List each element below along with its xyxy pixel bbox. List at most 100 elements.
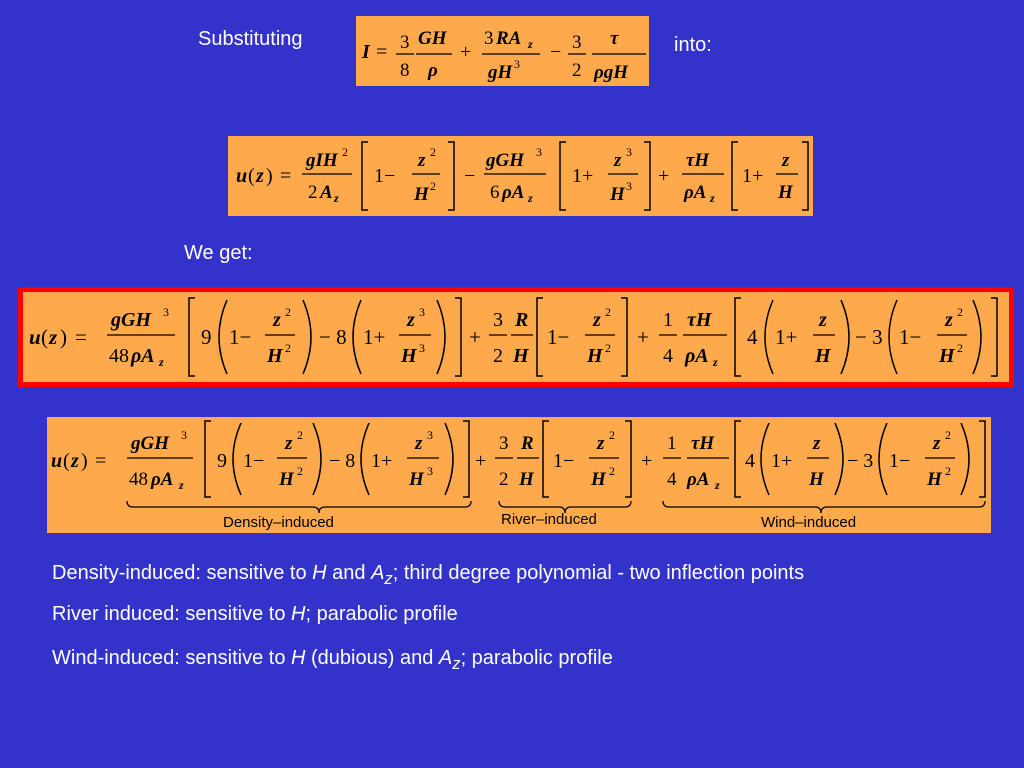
equation-velocity-annotated: u ( z ) = gGH 3 48 ρA z 9 1− z 2 H 2 − 8…: [47, 417, 991, 533]
svg-text:2: 2: [342, 145, 348, 159]
svg-text:z: z: [596, 433, 605, 454]
svg-text:z: z: [406, 309, 415, 331]
svg-text:=: =: [280, 165, 291, 187]
svg-text:gIH: gIH: [305, 150, 339, 171]
svg-text:ρA: ρA: [130, 345, 155, 367]
note-density-mid: and: [326, 562, 372, 584]
svg-text:ρA: ρA: [684, 345, 709, 367]
svg-text:H: H: [518, 469, 535, 490]
svg-text:τ: τ: [610, 28, 619, 49]
svg-text:): ): [266, 165, 273, 187]
svg-text:3: 3: [536, 145, 542, 159]
note-density-sub-z: z: [384, 569, 393, 588]
svg-text:z: z: [812, 433, 821, 454]
svg-text:2: 2: [945, 464, 951, 478]
svg-text:+: +: [641, 450, 652, 472]
svg-text:z: z: [714, 478, 720, 492]
svg-text:4: 4: [747, 325, 758, 349]
svg-text:ρA: ρA: [501, 182, 524, 203]
svg-text:− 8: − 8: [319, 325, 347, 349]
svg-text:2: 2: [957, 341, 963, 355]
svg-text:H: H: [413, 184, 430, 205]
substituting-label: Substituting: [198, 28, 303, 50]
svg-text:3: 3: [499, 433, 509, 454]
svg-text:ρA: ρA: [686, 469, 709, 490]
note-density: Density-induced: sensitive to H and Az; …: [52, 562, 804, 589]
note-wind-pre: Wind-induced: sensitive to: [52, 647, 292, 669]
svg-text:ρA: ρA: [683, 182, 706, 203]
svg-text:H: H: [278, 469, 295, 490]
svg-text:− 3: − 3: [855, 325, 883, 349]
svg-text:2: 2: [609, 428, 615, 442]
svg-text:3: 3: [419, 305, 425, 319]
svg-text:2: 2: [297, 428, 303, 442]
svg-text:z: z: [414, 433, 423, 454]
svg-text:R: R: [514, 309, 528, 331]
svg-text:RA: RA: [495, 28, 521, 49]
svg-text:3: 3: [427, 428, 433, 442]
svg-text:1: 1: [663, 309, 673, 331]
svg-text:4: 4: [667, 469, 677, 490]
we-get-label: We get:: [184, 242, 253, 264]
svg-text:8: 8: [400, 60, 410, 81]
svg-text:τH: τH: [687, 309, 713, 331]
svg-text:− 8: − 8: [329, 450, 355, 472]
note-river: River induced: sensitive to H; parabolic…: [52, 603, 458, 626]
svg-text:H: H: [938, 345, 956, 367]
note-wind-sub-z: z: [452, 654, 461, 673]
svg-text:z: z: [284, 433, 293, 454]
svg-text:3: 3: [626, 145, 632, 159]
svg-text:−: −: [550, 41, 561, 63]
svg-text:1−: 1−: [547, 325, 569, 349]
svg-text:4: 4: [663, 345, 673, 367]
svg-text:z: z: [944, 309, 953, 331]
svg-text:gGH: gGH: [130, 433, 170, 454]
svg-text:ρA: ρA: [150, 469, 173, 490]
svg-text:1+: 1+: [371, 450, 392, 472]
svg-text:− 3: − 3: [847, 450, 873, 472]
svg-text:2: 2: [605, 341, 611, 355]
note-river-post: ; parabolic profile: [305, 603, 458, 625]
svg-text:2: 2: [499, 469, 509, 490]
svg-text:1−: 1−: [899, 325, 921, 349]
svg-text:1+: 1+: [775, 325, 797, 349]
density-induced-label: Density–induced: [223, 514, 334, 531]
equation-velocity-original: u ( z ) = gIH 2 2 A z 1− z 2 H 2 − gGH 3…: [228, 136, 813, 216]
svg-text:3: 3: [626, 179, 632, 193]
svg-text:τH: τH: [691, 433, 715, 454]
svg-text:H: H: [266, 345, 284, 367]
svg-text:9: 9: [217, 450, 227, 472]
svg-text:z: z: [592, 309, 601, 331]
svg-text:): ): [60, 325, 67, 349]
svg-text:u: u: [51, 450, 62, 472]
note-density-var-h: H: [312, 562, 327, 584]
svg-text:2: 2: [945, 428, 951, 442]
svg-text:H: H: [926, 469, 943, 490]
density-underbrace: [126, 500, 472, 514]
svg-text:3: 3: [493, 309, 503, 331]
svg-text:1: 1: [667, 433, 677, 454]
note-density-var-a: A: [371, 562, 385, 584]
svg-text:=: =: [376, 41, 387, 63]
svg-text:H: H: [586, 345, 604, 367]
svg-text:3: 3: [163, 305, 169, 319]
equation-i-svg: I = 3 8 GH ρ + 3 RA z gH 3 − 3 2 τ ρgH: [361, 28, 646, 83]
equation-i-definition: I = 3 8 GH ρ + 3 RA z gH 3 − 3 2 τ ρgH: [356, 16, 649, 86]
svg-text:(: (: [248, 165, 255, 187]
equation-velocity-original-svg: u ( z ) = gIH 2 2 A z 1− z 2 H 2 − gGH 3…: [236, 141, 809, 211]
svg-text:gH: gH: [487, 62, 514, 83]
note-river-pre: River induced: sensitive to: [52, 603, 292, 625]
into-label: into:: [674, 34, 712, 56]
svg-text:R: R: [520, 433, 534, 454]
equation-velocity-result-svg: u ( z ) = gGH 3 48 ρA z 9 1− z 2 H 2 − 8…: [29, 297, 998, 377]
svg-text:1−: 1−: [374, 165, 395, 187]
svg-text:+: +: [460, 41, 471, 63]
svg-text:2: 2: [572, 60, 582, 81]
svg-text:+: +: [637, 325, 649, 349]
svg-text:3: 3: [484, 28, 494, 49]
svg-text:=: =: [75, 325, 87, 349]
svg-text:4: 4: [745, 450, 755, 472]
svg-text:1+: 1+: [363, 325, 385, 349]
svg-text:z: z: [48, 325, 58, 349]
svg-text:): ): [81, 450, 88, 472]
